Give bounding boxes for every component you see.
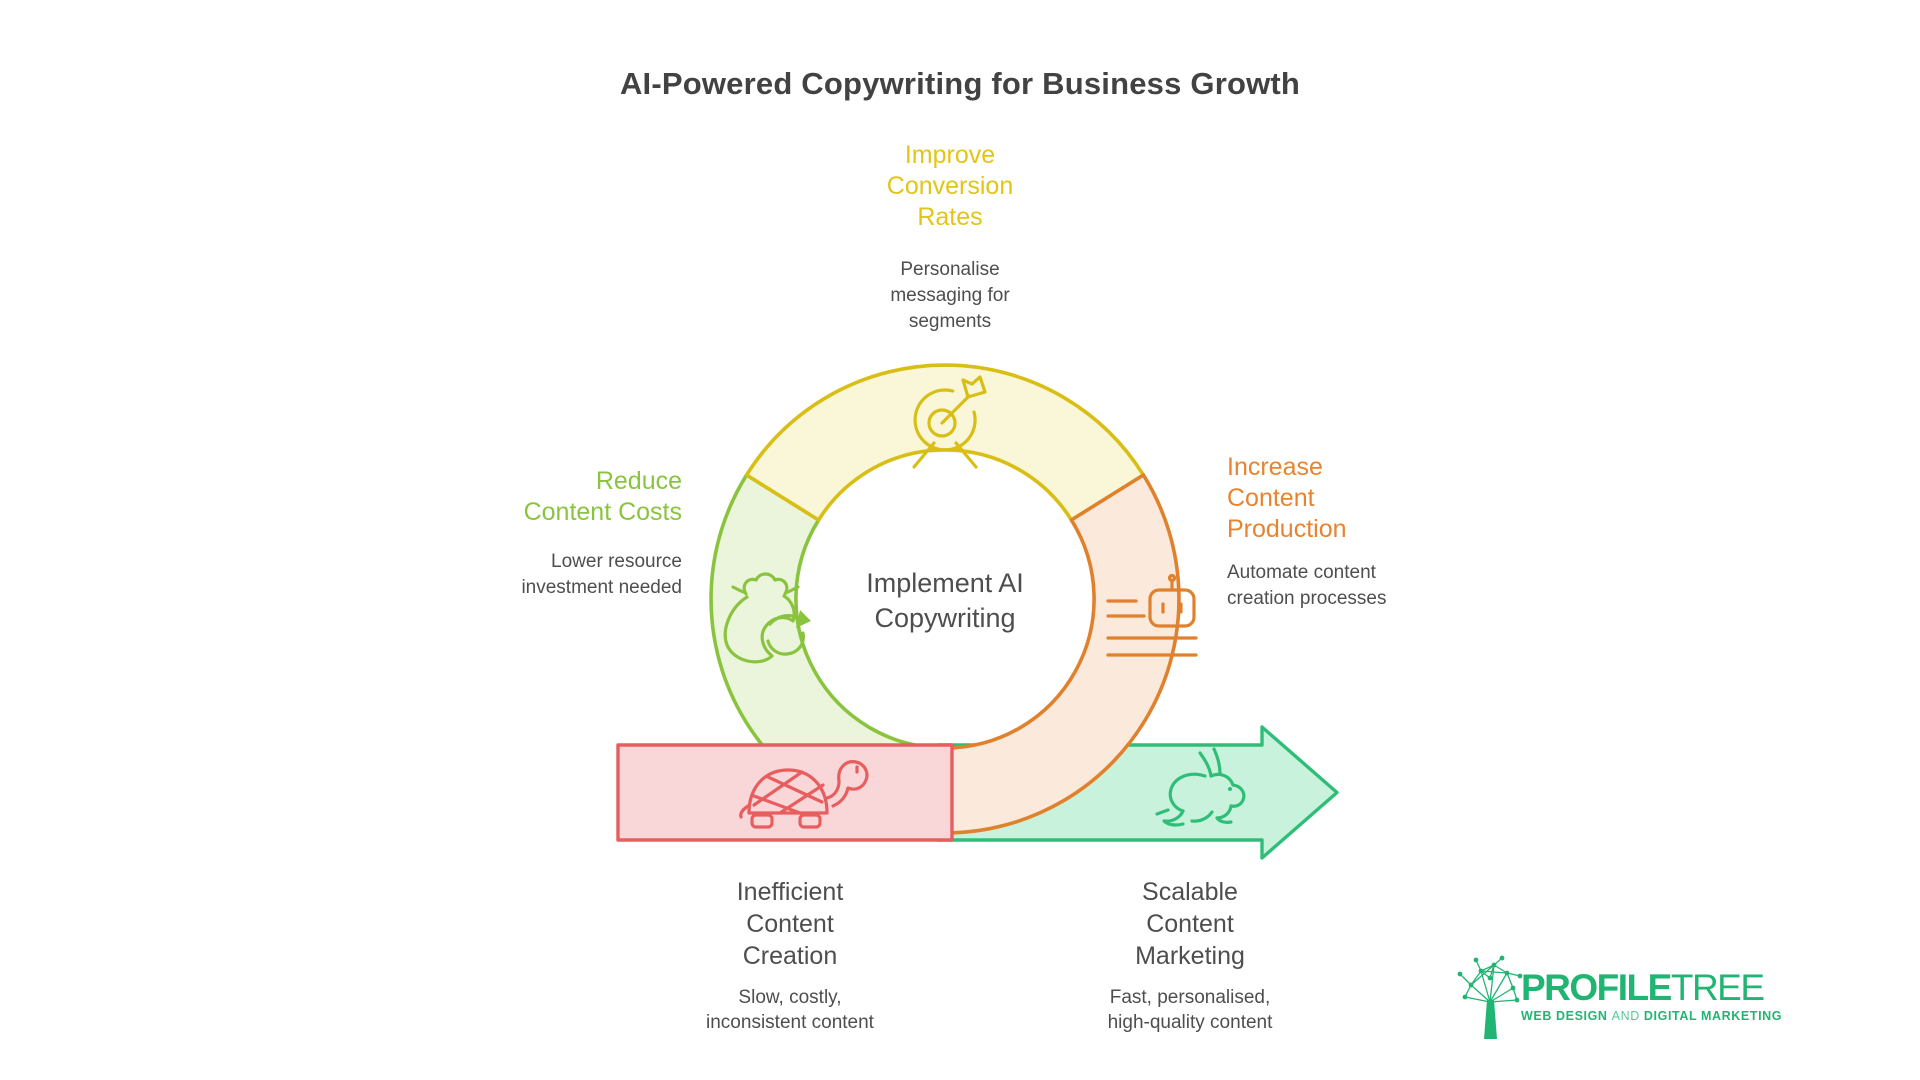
scalable-subtitle: Fast, personalised, high-quality content <box>1107 987 1273 1033</box>
target-icon <box>912 375 987 469</box>
production-subtitle: Automate content creation processes <box>1227 562 1387 609</box>
inefficient-title: Inefficient Content Creation <box>736 878 844 970</box>
center-label: Implement AI Copywriting <box>866 568 1024 633</box>
logo-tagline-tail: DIGITAL MARKETING <box>1643 1009 1783 1023</box>
conversion-subtitle: Personalise messaging for segments <box>890 259 1010 332</box>
inefficient-bar <box>616 743 954 842</box>
logo-wordmark: PROFILETREE WEB DESIGN AND DIGITAL MARKE… <box>1521 969 1782 1023</box>
cost-subtitle: Lower resource investment needed <box>521 551 682 598</box>
production-title: Increase Content Production <box>1227 453 1347 543</box>
turtle-icon <box>739 760 869 829</box>
production-arc-segment <box>943 473 1181 835</box>
conversion-arc-segment <box>744 363 1146 522</box>
money-bag-icon <box>723 572 811 664</box>
logo-brand-bold: PROFILE <box>1521 967 1672 1008</box>
inefficient-subtitle: Slow, costly, inconsistent content <box>706 987 874 1033</box>
rabbit-icon <box>1155 747 1246 827</box>
conversion-title: Improve Conversion Rates <box>886 141 1014 231</box>
robot-icon <box>1106 573 1198 657</box>
logo-brand-name: PROFILETREE <box>1521 969 1782 1006</box>
logo-tagline: WEB DESIGN AND DIGITAL MARKETING <box>1521 1009 1782 1023</box>
logo-tagline-and: AND <box>1611 1009 1640 1023</box>
profiletree-tree-icon <box>1457 955 1523 1039</box>
cost-title: Reduce Content Costs <box>523 467 682 526</box>
logo-tagline-lead: WEB DESIGN <box>1521 1009 1608 1023</box>
scalable-title: Scalable Content Marketing <box>1135 878 1245 970</box>
logo-brand-light: TREE <box>1670 967 1765 1008</box>
page-title: AI-Powered Copywriting for Business Grow… <box>619 66 1301 101</box>
